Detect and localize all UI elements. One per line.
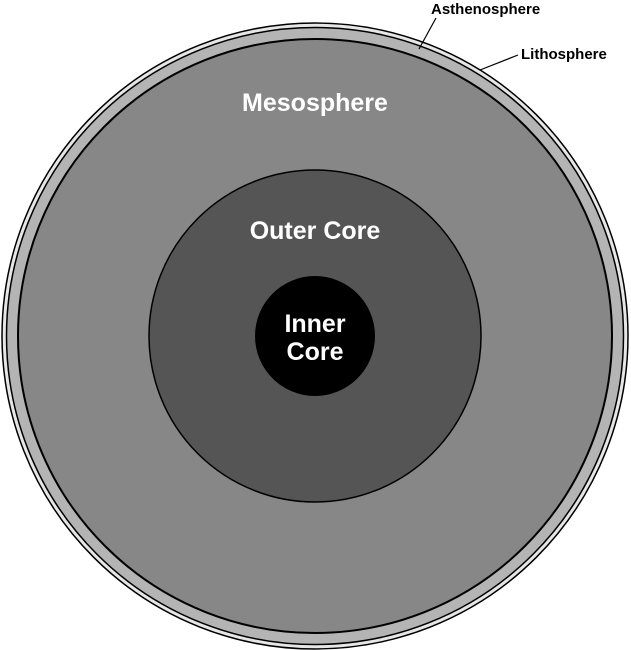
inner-core-label-line2: Core xyxy=(287,338,344,366)
asthenosphere-label: Asthenosphere xyxy=(431,1,540,18)
inner-core-layer xyxy=(255,276,375,396)
lithosphere-label: Lithosphere xyxy=(521,46,607,63)
inner-core-label-line1: Inner xyxy=(284,310,345,338)
outer-core-label: Outer Core xyxy=(250,217,381,245)
asthenosphere-leader-line xyxy=(418,17,437,50)
lithosphere-leader-line xyxy=(479,54,519,71)
mesosphere-label: Mesosphere xyxy=(242,89,388,117)
